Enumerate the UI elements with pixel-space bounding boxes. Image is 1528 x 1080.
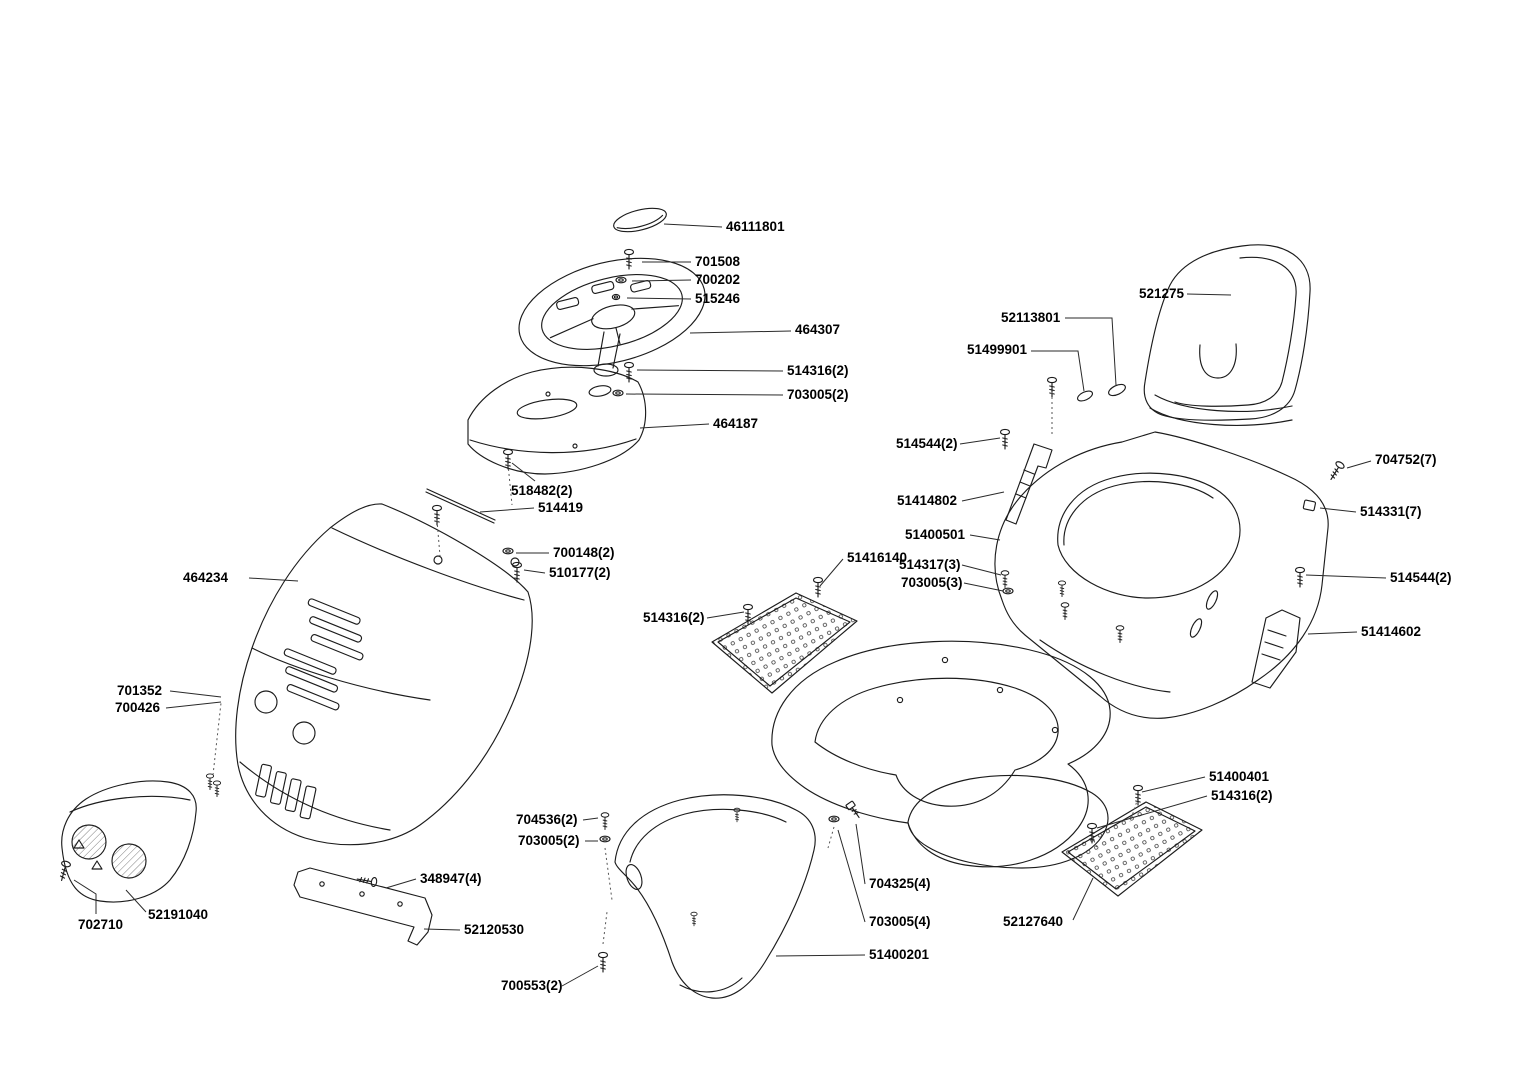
part-label-464187: 464187 <box>713 416 759 431</box>
part-label-46111801: 46111801 <box>726 219 785 234</box>
part-label-51414802: 51414802 <box>897 493 958 508</box>
part-label-51416140: 51416140 <box>847 550 908 565</box>
part-label-700202: 700202 <box>695 272 741 287</box>
support-bracket-drawing <box>293 867 433 946</box>
right-footrest-drawing <box>1061 801 1203 897</box>
hood-drawing <box>205 488 533 846</box>
part-label-514419: 514419 <box>538 500 584 515</box>
part-label-51414602: 51414602 <box>1361 624 1422 639</box>
part-label-52120530: 52120530 <box>464 922 525 937</box>
part-label-704536-2: 704536(2) <box>516 812 578 827</box>
right-seat-bracket-drawing <box>1251 459 1346 689</box>
part-label-702710: 702710 <box>78 917 124 932</box>
part-label-514331-7: 514331(7) <box>1360 504 1422 519</box>
part-label-704325-4: 704325(4) <box>869 876 931 891</box>
part-label-514544-2-a: 514544(2) <box>896 436 958 451</box>
part-label-515246: 515246 <box>695 291 741 306</box>
part-label-52127640: 52127640 <box>1003 914 1064 929</box>
part-label-514317-3: 514317(3) <box>899 557 961 572</box>
front-fender-panel-drawing <box>597 794 816 999</box>
part-label-348947-4: 348947(4) <box>420 871 482 886</box>
part-label-51400201: 51400201 <box>869 947 930 962</box>
rear-fender-drawing <box>994 376 1329 719</box>
part-label-51400501: 51400501 <box>905 527 966 542</box>
part-label-510177-2: 510177(2) <box>549 565 611 580</box>
part-label-701352: 701352 <box>117 683 163 698</box>
seat-drawing <box>1143 244 1311 426</box>
part-label-700426: 700426 <box>115 700 161 715</box>
part-label-703005-2-b: 703005(2) <box>518 833 580 848</box>
part-label-52113801: 52113801 <box>1001 310 1061 325</box>
part-label-703005-4: 703005(4) <box>869 914 931 929</box>
leader-lines <box>73 223 1387 987</box>
part-label-514316-2-b: 514316(2) <box>1211 788 1273 803</box>
assembly-guide-lines <box>212 392 1139 945</box>
part-label-464234: 464234 <box>183 570 229 585</box>
part-label-703005-2-a: 703005(2) <box>787 387 849 402</box>
part-label-514316-2-c: 514316(2) <box>643 610 705 625</box>
part-label-52191040: 52191040 <box>148 907 209 922</box>
part-label-701508: 701508 <box>695 254 741 269</box>
center-body-drawing <box>771 640 1144 869</box>
part-label-464307: 464307 <box>795 322 841 337</box>
part-label-521275: 521275 <box>1139 286 1185 301</box>
left-seat-bracket-drawing <box>1005 443 1053 525</box>
dash-top-cover-drawing <box>467 361 647 475</box>
part-label-51499901: 51499901 <box>967 342 1028 357</box>
part-label-700148-2: 700148(2) <box>553 545 615 560</box>
part-label-700553-2: 700553(2) <box>501 978 563 993</box>
part-label-51400401: 51400401 <box>1209 769 1270 784</box>
grille-drawing <box>56 780 197 903</box>
part-label-518482-2: 518482(2) <box>511 483 573 498</box>
left-footrest-drawing <box>711 576 858 694</box>
steering-wheel-drawing <box>518 207 706 377</box>
part-label-704752-7: 704752(7) <box>1375 452 1437 467</box>
part-label-514544-2-b: 514544(2) <box>1390 570 1452 585</box>
part-label-703005-3: 703005(3) <box>901 575 963 590</box>
part-label-514316-2-a: 514316(2) <box>787 363 849 378</box>
